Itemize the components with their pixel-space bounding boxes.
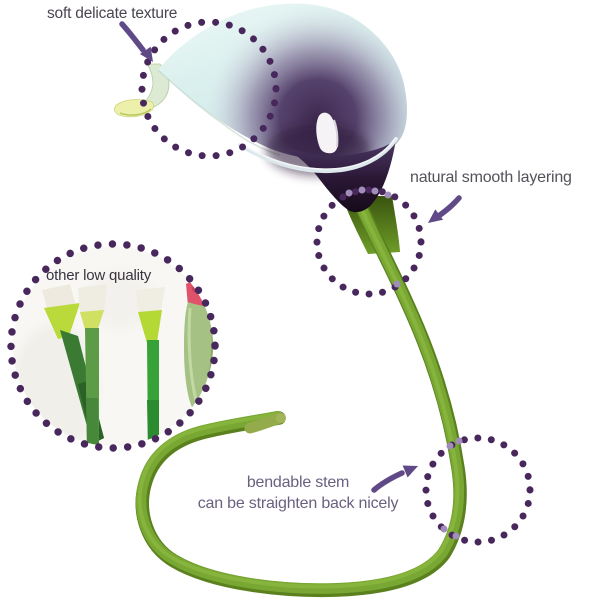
petal-tip-shade: [119, 108, 152, 116]
light-dot: [440, 525, 448, 533]
flower-trumpet: [281, 139, 396, 213]
light-dot: [393, 280, 401, 288]
light-dot: [446, 442, 454, 450]
light-dot: [455, 437, 463, 445]
caption-bendable-stem: bendable stem can be straighten back nic…: [170, 472, 426, 514]
low-quality-stem: [78, 284, 107, 446]
caption-bendable-line1: bendable stem: [246, 474, 350, 491]
flower-spadix: [316, 112, 338, 154]
light-dot: [384, 191, 392, 199]
light-dot: [345, 189, 353, 197]
light-dot: [452, 532, 460, 540]
dotted-circle-bendable: [422, 434, 534, 546]
layering-arrow-icon: [428, 195, 462, 223]
caption-other-low-quality: other low quality: [46, 267, 151, 284]
flower-rim-highlight: [239, 137, 397, 170]
caption-soft-delicate-texture: soft delicate texture: [47, 5, 178, 22]
calla-lily-flower: [113, 3, 407, 213]
flower-purple-bloom: [158, 3, 407, 161]
caption-bendable-line2: can be straighten back nicely: [197, 495, 399, 512]
stem-highlight: [137, 200, 460, 589]
texture-arrow-icon: [119, 21, 153, 62]
stem-tip-end: [276, 413, 286, 423]
dotted-circle-texture: [138, 18, 280, 160]
flower-rim: [238, 137, 398, 174]
caption-natural-smooth-layering: natural smooth layering: [410, 169, 572, 186]
light-dot: [358, 186, 366, 194]
light-dot: [371, 187, 379, 195]
spadix-shade: [333, 119, 339, 148]
bendable-arrow-icon: [371, 465, 418, 493]
dotted-circle-low-quality: [7, 240, 219, 452]
dotted-circle-layering: [313, 186, 425, 298]
